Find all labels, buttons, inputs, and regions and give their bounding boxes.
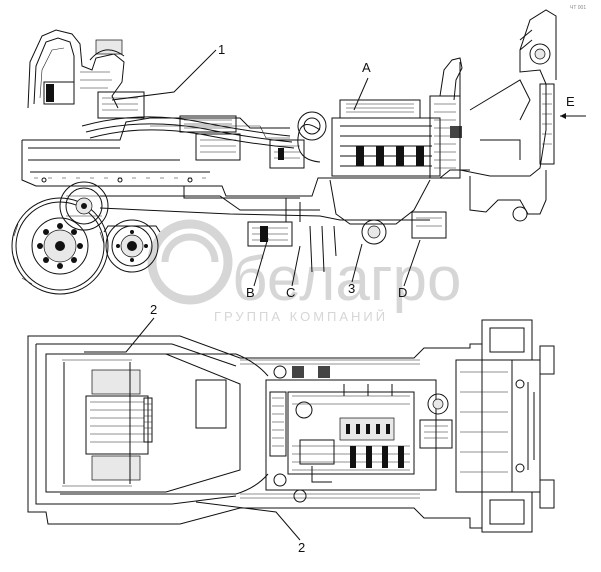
leader-item-2-lower (195, 501, 301, 541)
frame-hydraulic-lines (60, 353, 420, 503)
watermark-brand-name: белагро (232, 245, 461, 314)
callout-view-C: C (286, 285, 295, 300)
top-view: 2 2 (27, 302, 555, 555)
callout-view-D: D (398, 285, 407, 300)
leader-view-B (253, 237, 269, 287)
leader-item-3 (351, 243, 363, 283)
brand-watermark: белагро ГРУППА КОМПАНИЙ (147, 219, 461, 324)
leader-view-A (353, 77, 369, 111)
engine-block (269, 57, 463, 245)
callout-item-3: 3 (348, 281, 355, 296)
leader-view-D (403, 239, 421, 287)
side-view: 1 (11, 9, 586, 300)
rear-hood-top-view (455, 319, 555, 533)
callout-view-B: B (246, 285, 255, 300)
callout-item-2-upper: 2 (150, 302, 157, 317)
main-frame (21, 117, 470, 221)
cab-assembly (27, 29, 145, 119)
center-drive-wheel (103, 219, 161, 273)
lower-hydraulic-units (247, 198, 337, 273)
upper-idler-wheel (59, 181, 109, 231)
chassis-outline (27, 335, 483, 529)
watermark-tagline: ГРУППА КОМПАНИЙ (214, 309, 388, 324)
leader-item-2-upper (84, 317, 155, 353)
engine-top-view (265, 366, 453, 491)
callout-view-E: E (566, 94, 575, 109)
left-drive-wheel (11, 197, 109, 295)
rear-hood (459, 9, 557, 222)
sheet-corner-mark: ЧТ 001 (570, 5, 586, 11)
callout-item-1: 1 (218, 42, 225, 57)
front-frame (45, 353, 241, 493)
leader-item-1 (111, 49, 217, 101)
hydraulic-lines (81, 115, 295, 161)
leader-view-C (291, 245, 301, 287)
callout-view-A: A (362, 60, 371, 75)
operator-platform (62, 359, 227, 487)
callout-item-2-lower: 2 (298, 540, 305, 555)
